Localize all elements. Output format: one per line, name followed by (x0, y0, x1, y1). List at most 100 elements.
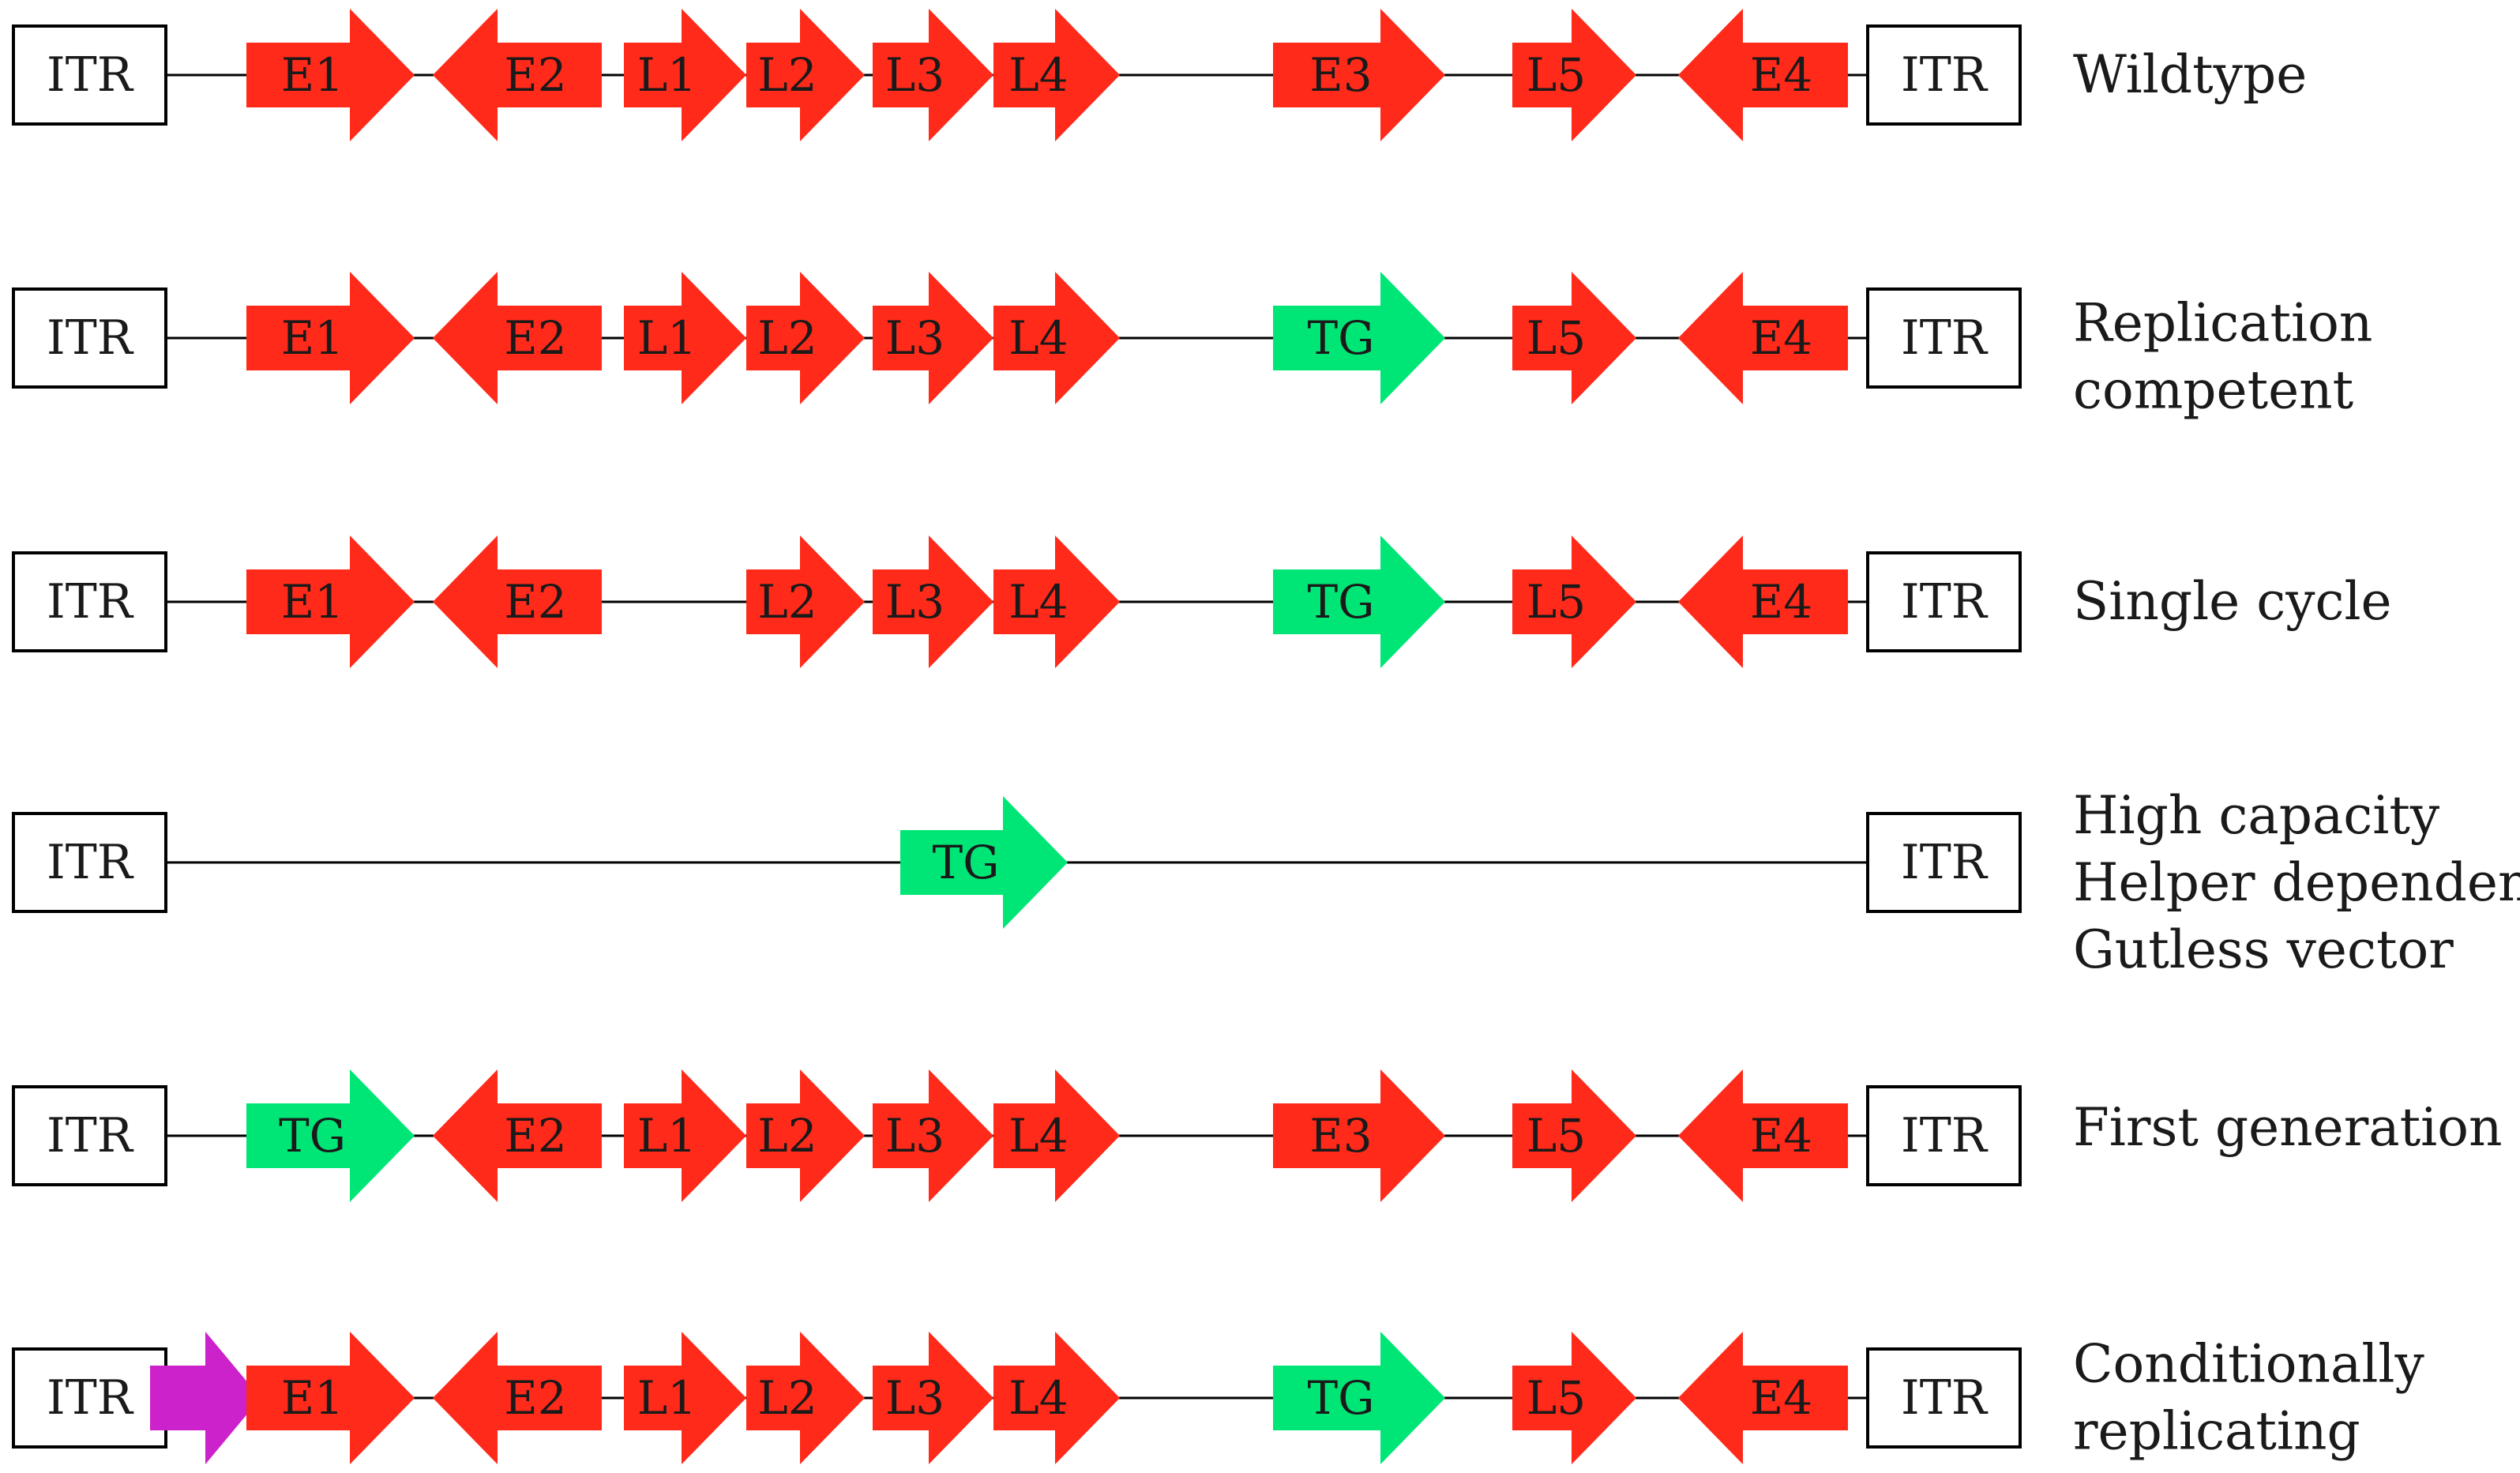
gene-label: E4 (1750, 1371, 1812, 1425)
transgene-arrow (1273, 272, 1445, 404)
gene-arrow (1512, 272, 1636, 404)
construct-row: ITR E1 E2 L2 L3 L4 TG L5 E4 ITR Single cycle (12, 535, 2392, 668)
construct-label: Wildtype (2073, 44, 2307, 105)
gene-arrow (246, 272, 415, 404)
gene-arrow (1512, 1332, 1636, 1464)
itr-box (1866, 1085, 2022, 1186)
itr-label: ITR (1901, 310, 1989, 366)
transgene-arrow (246, 1069, 415, 1202)
itr-box (12, 551, 167, 652)
gene-arrow (1512, 535, 1636, 668)
gene-arrow (873, 1069, 993, 1202)
gene-label: E1 (281, 48, 344, 102)
gene-label: L3 (885, 575, 945, 629)
itr-label: ITR (47, 47, 134, 103)
gene-arrow (1678, 272, 1848, 404)
transgene-label: TG (1307, 1371, 1374, 1425)
itr-box (12, 24, 167, 126)
gene-label: E2 (504, 1109, 566, 1163)
promoter-arrow (150, 1332, 261, 1464)
itr-label: ITR (47, 1370, 134, 1426)
itr-label: ITR (1901, 574, 1989, 629)
gene-arrow (873, 272, 993, 404)
gene-label: L4 (1008, 1109, 1068, 1163)
itr-label: ITR (1901, 835, 1989, 890)
transgene-label: TG (932, 836, 999, 889)
gene-arrow (993, 272, 1120, 404)
gene-label: L5 (1527, 48, 1586, 102)
itr-label: ITR (1901, 1370, 1989, 1426)
itr-box (12, 287, 167, 389)
gene-label: L1 (637, 311, 697, 365)
gene-label: E4 (1750, 575, 1812, 629)
gene-label: L2 (757, 1371, 817, 1425)
gene-arrow (246, 9, 415, 141)
itr-box (12, 1085, 167, 1186)
gene-label: L2 (757, 575, 817, 629)
construct-label: Conditionally (2073, 1334, 2425, 1395)
gene-label: L4 (1008, 48, 1068, 102)
gene-label: L5 (1527, 575, 1586, 629)
gene-label: E4 (1750, 1109, 1812, 1163)
transgene-arrow (1273, 1332, 1445, 1464)
itr-box (1866, 812, 2022, 913)
gene-label: L2 (757, 311, 817, 365)
gene-arrow (433, 272, 602, 404)
transgene-arrow (900, 796, 1068, 929)
gene-arrow (873, 9, 993, 141)
gene-arrow (1678, 535, 1848, 668)
gene-label: E4 (1750, 48, 1812, 102)
itr-label: ITR (47, 574, 134, 629)
gene-label: L5 (1527, 311, 1586, 365)
itr-box (1866, 1347, 2022, 1449)
gene-arrow (993, 1069, 1120, 1202)
gene-label: E4 (1750, 311, 1812, 365)
itr-box (12, 812, 167, 913)
gene-label: E1 (281, 575, 344, 629)
gene-label: L4 (1008, 575, 1068, 629)
gene-arrow (873, 1332, 993, 1464)
gene-arrow (1678, 9, 1848, 141)
gene-label: E3 (1309, 48, 1372, 102)
construct-label: Replication (2073, 293, 2372, 354)
gene-arrow (1273, 9, 1445, 141)
itr-label: ITR (47, 310, 134, 366)
gene-arrow (1273, 1069, 1445, 1202)
itr-label: ITR (47, 835, 134, 890)
gene-label: L3 (885, 311, 945, 365)
transgene-arrow (1273, 535, 1445, 668)
construct-label: High capacity (2073, 785, 2440, 846)
gene-label: L3 (885, 48, 945, 102)
gene-label: L1 (637, 1109, 697, 1163)
gene-label: L3 (885, 1109, 945, 1163)
transgene-label: TG (1307, 311, 1374, 365)
gene-arrow (433, 1332, 602, 1464)
gene-arrow (624, 1069, 746, 1202)
gene-arrow (1512, 1069, 1636, 1202)
transgene-label: TG (1307, 575, 1374, 629)
gene-arrow (624, 272, 746, 404)
gene-arrow (624, 9, 746, 141)
gene-label: L2 (757, 1109, 817, 1163)
gene-arrow (433, 1069, 602, 1202)
construct-label: replicating (2073, 1401, 2360, 1462)
itr-box (1866, 287, 2022, 389)
construct-label: First generation (2073, 1097, 2502, 1158)
gene-arrow (993, 9, 1120, 141)
construct-label: Single cycle (2073, 571, 2392, 632)
itr-box (1866, 24, 2022, 126)
gene-label: E3 (1309, 1109, 1372, 1163)
gene-label: E2 (504, 575, 566, 629)
gene-label: E2 (504, 48, 566, 102)
gene-label: L1 (637, 1371, 697, 1425)
gene-arrow (246, 535, 415, 668)
gene-label: L1 (637, 48, 697, 102)
itr-label: ITR (1901, 47, 1989, 103)
itr-box (1866, 551, 2022, 652)
gene-arrow (746, 1332, 865, 1464)
